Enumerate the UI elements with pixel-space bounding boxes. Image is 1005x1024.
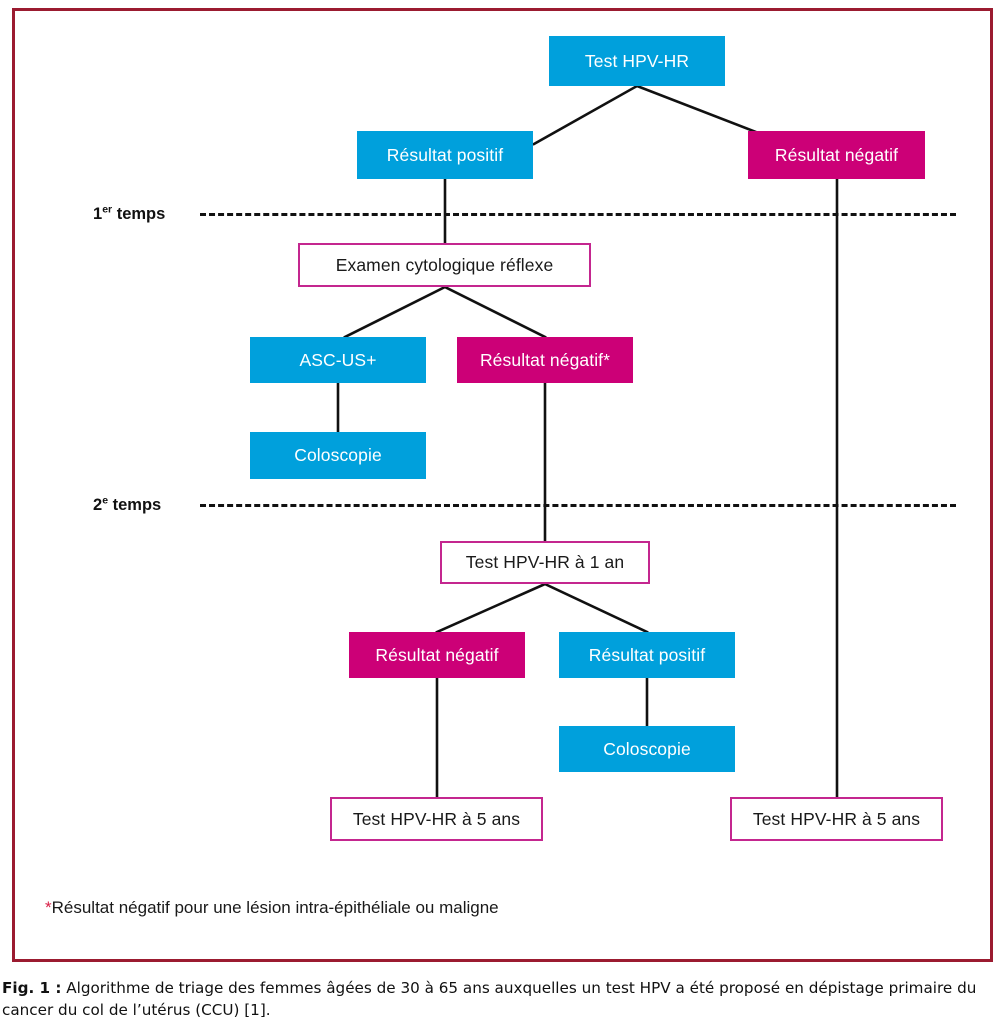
figure-caption: Fig. 1 : Algorithme de triage des femmes… [2,978,1000,1021]
node-colposcopy-2-label: Coloscopie [603,738,691,759]
phase-2-word: temps [108,496,162,514]
node-negative-result-2-label: Résultat négatif [375,644,499,665]
phase-label-1: 1er temps [93,203,166,224]
node-hpv-test-5-years-left-label: Test HPV-HR à 5 ans [352,808,521,829]
node-reflex-cytology[interactable]: Examen cytologique réflexe [298,243,591,287]
node-hpv-test-5-years-right-label: Test HPV-HR à 5 ans [752,808,921,829]
phase-1-separator [200,213,956,216]
node-colposcopy-1-label: Coloscopie [294,445,382,466]
phase-2-superscript: e [102,494,109,507]
node-negative-result-2[interactable]: Résultat négatif [349,632,525,678]
phase-1-number: 1 [93,205,103,223]
node-hpv-test-5-years-right[interactable]: Test HPV-HR à 5 ans [730,797,943,841]
node-ascus-plus[interactable]: ASC-US+ [250,337,426,383]
node-hpv-test[interactable]: Test HPV-HR [549,36,725,86]
node-positive-result-2-label: Résultat positif [588,644,706,665]
node-negative-result-1[interactable]: Résultat négatif [748,131,925,179]
footnote-asterisk: * [45,898,52,917]
node-ascus-plus-label: ASC-US+ [299,349,377,370]
caption-label: Fig. 1 : [2,979,62,997]
phase-1-superscript: er [102,203,113,216]
node-hpv-test-1-year[interactable]: Test HPV-HR à 1 an [440,541,650,584]
node-positive-result-1-label: Résultat positif [386,144,504,165]
footnote-text: Résultat négatif pour une lésion intra-é… [51,898,499,917]
footnote: *Résultat négatif pour une lésion intra-… [45,898,499,918]
node-hpv-test-label: Test HPV-HR [584,50,690,71]
phase-label-2: 2e temps [93,494,162,515]
node-hpv-test-5-years-left[interactable]: Test HPV-HR à 5 ans [330,797,543,841]
node-positive-result-2[interactable]: Résultat positif [559,632,735,678]
phase-1-word: temps [112,205,166,223]
phase-2-number: 2 [93,496,103,514]
phase-2-separator [200,504,956,507]
node-colposcopy-2[interactable]: Coloscopie [559,726,735,772]
node-reflex-cytology-label: Examen cytologique réflexe [335,254,554,275]
figure-frame: Test HPV-HR Résultat positif Résultat né… [12,8,993,962]
node-hpv-test-1-year-label: Test HPV-HR à 1 an [465,552,625,573]
node-positive-result-1[interactable]: Résultat positif [357,131,533,179]
node-colposcopy-1[interactable]: Coloscopie [250,432,426,479]
flowchart-canvas: Test HPV-HR Résultat positif Résultat né… [15,11,990,959]
node-negative-reflex-result-label: Résultat négatif* [479,349,611,370]
caption-text: Algorithme de triage des femmes âgées de… [2,979,977,1019]
node-negative-result-1-label: Résultat négatif [774,144,899,165]
node-negative-reflex-result[interactable]: Résultat négatif* [457,337,633,383]
